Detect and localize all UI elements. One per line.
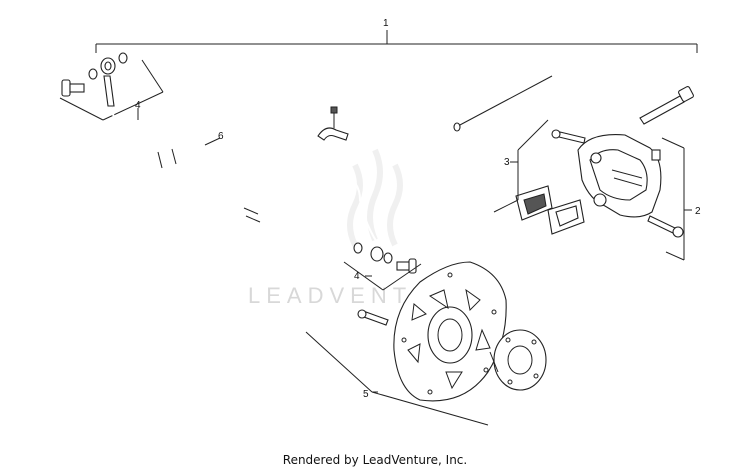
brake-pad-upper	[515, 185, 553, 221]
callout-4-mid-bracket	[343, 261, 422, 291]
leadventure-watermark-logo	[347, 148, 403, 247]
brake-pad-lower	[547, 199, 585, 235]
brake-hose	[111, 107, 381, 258]
banjo-bolt-assembly-top	[61, 52, 128, 107]
caliper-mount-bolt-long	[639, 86, 694, 125]
callout-3-bracket	[493, 119, 549, 213]
callout-2: 2	[695, 206, 701, 217]
hub-flange	[489, 329, 547, 391]
callout-3: 3	[504, 157, 510, 168]
footer-credit: Rendered by LeadVenture, Inc.	[283, 453, 467, 467]
hose-clip-and-screw	[317, 106, 349, 141]
callout-1: 1	[383, 18, 389, 29]
banjo-bolt-assembly-middle	[353, 242, 417, 274]
caliper-pin	[453, 75, 553, 132]
brake-caliper	[577, 134, 662, 218]
callout-4-middle: 4	[354, 271, 360, 282]
caliper-bolt-short-top	[551, 129, 586, 144]
callout-6: 6	[218, 131, 224, 142]
callout-2-bracket	[661, 137, 692, 261]
brake-disc	[393, 261, 507, 402]
callout-4-top: 4	[135, 100, 141, 111]
callout-5-bracket	[305, 331, 489, 426]
caliper-bolt-short-bottom	[647, 215, 684, 238]
callout-1-bracket	[95, 30, 698, 53]
disc-mount-bolt	[357, 309, 389, 326]
callout-5: 5	[363, 389, 369, 400]
callout-6-leader	[204, 137, 221, 146]
